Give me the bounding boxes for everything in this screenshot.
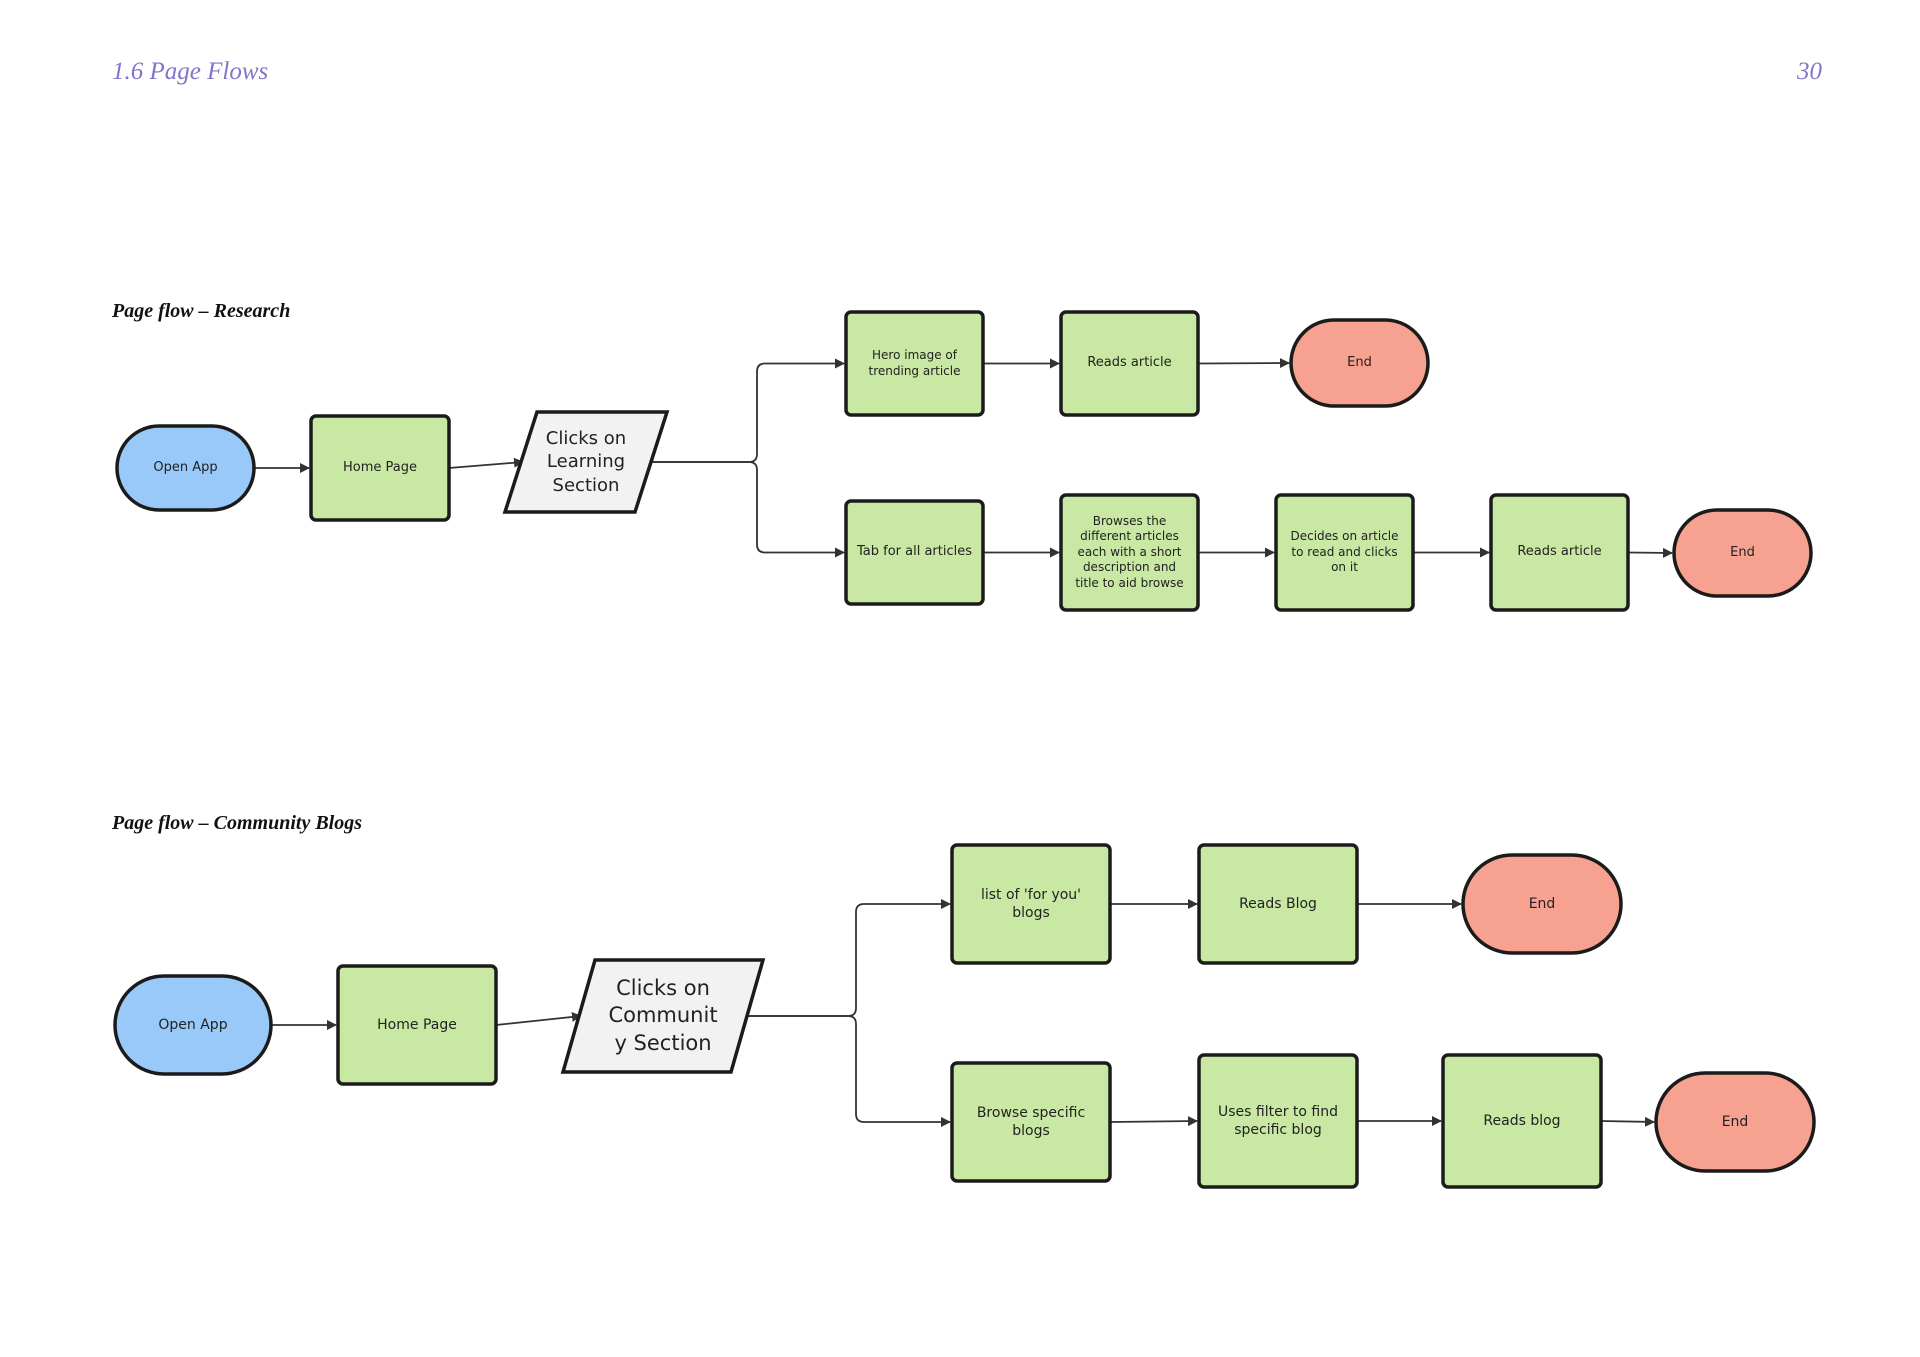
branch-connector-to-tab (647, 461, 845, 558)
connector-read2-to-end2 (1600, 1116, 1655, 1127)
connector-browse-to-filter (1109, 1116, 1198, 1127)
connector-read1-to-end1 (1197, 358, 1290, 369)
page-number: 30 (1797, 58, 1822, 85)
node-shape-read1 (1059, 310, 1200, 417)
node-shape-home (309, 414, 451, 522)
node-shape-tab (844, 499, 985, 606)
node-shape-end2 (1672, 508, 1813, 598)
node-shape-decide (1274, 493, 1415, 612)
node-shape-browse (1059, 493, 1200, 612)
node-shape-open (115, 424, 256, 512)
node-shape-open (113, 974, 273, 1076)
connector-home-to-click (448, 457, 524, 469)
connector-read2-to-end2 (1627, 547, 1673, 558)
node-shape-home (336, 964, 498, 1086)
node-shape-filter (1197, 1053, 1359, 1189)
node-shape-end2 (1654, 1071, 1816, 1173)
node-shape-end1 (1461, 853, 1623, 955)
node-shape-browse (950, 1061, 1112, 1183)
node-shape-list (950, 843, 1112, 965)
section-title: 1.6 Page Flows (112, 58, 269, 85)
node-shape-readblog (1197, 843, 1359, 965)
flow-title-community-blogs: Page flow – Community Blogs (112, 812, 363, 834)
branch-connector-to-hero (647, 358, 845, 463)
node-shape-end1 (1289, 318, 1430, 408)
node-shape-read2 (1441, 1053, 1603, 1189)
node-shape-read2 (1489, 493, 1630, 612)
connector-home-to-click (495, 1011, 582, 1026)
node-shape-hero (844, 310, 985, 417)
node-shape-click (560, 958, 766, 1074)
branch-connector-to-list (743, 899, 951, 1017)
node-shape-click (502, 410, 670, 514)
branch-connector-to-browse (743, 1015, 951, 1127)
flow-title-research: Page flow – Research (112, 300, 291, 322)
